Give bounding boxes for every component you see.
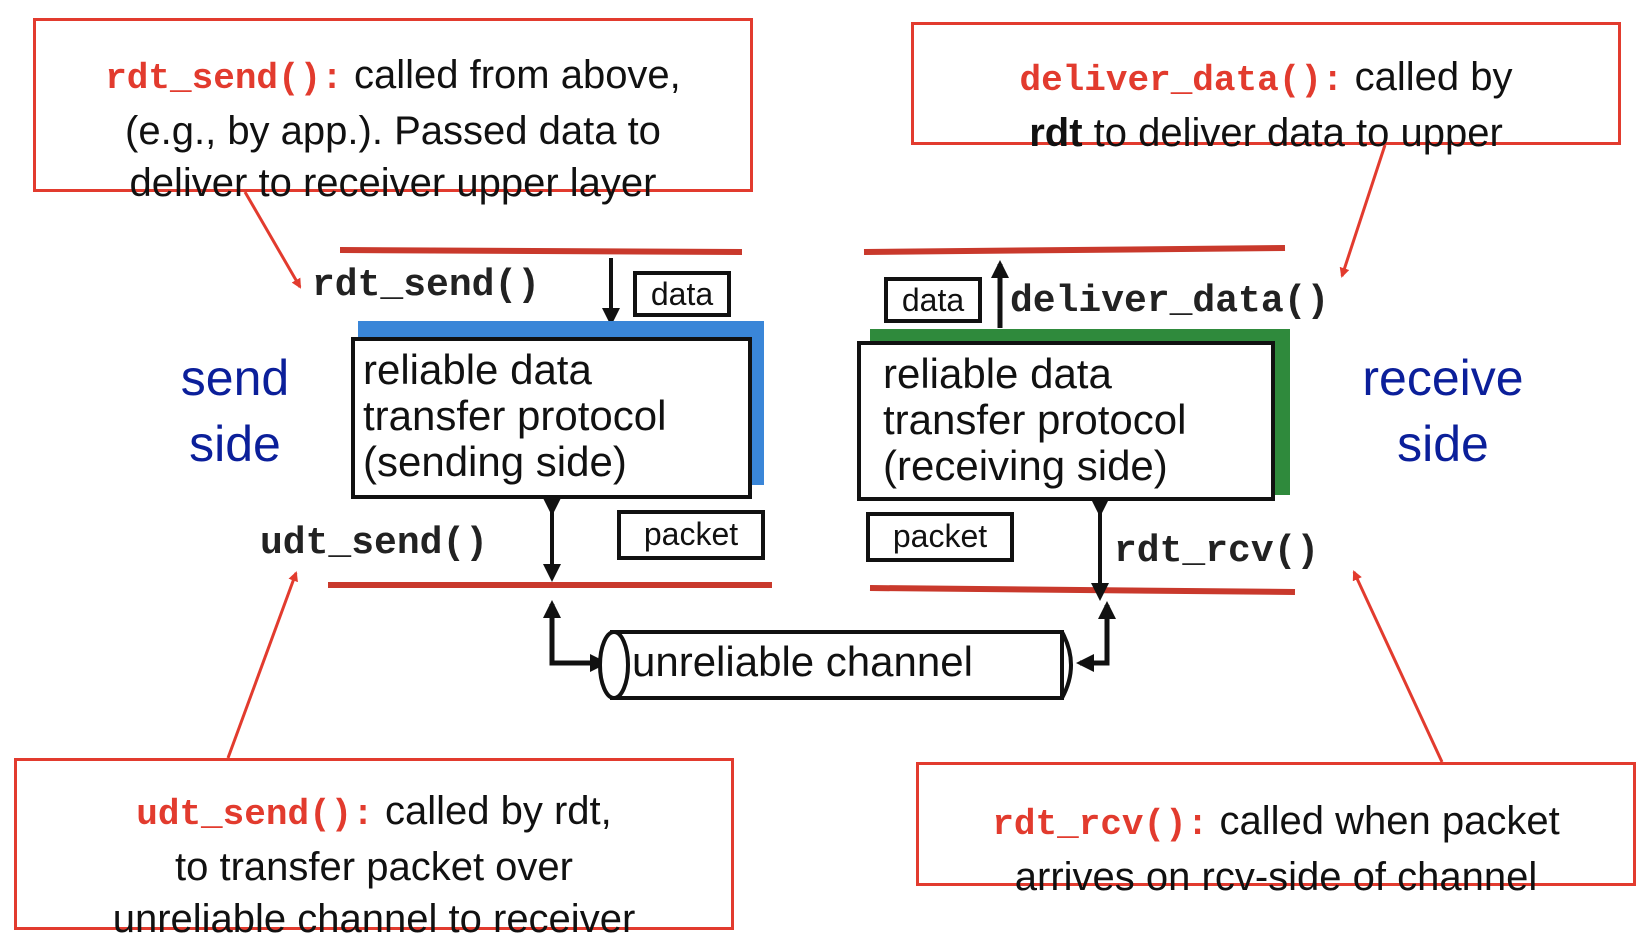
deliver-data-callout-fn: deliver_data(): [1019,60,1344,101]
rdt-rcv-pointer-arrow [1352,570,1444,763]
deliver-data-callout-bold: rdt [1029,111,1083,155]
channel-pipe-right-cap [1060,631,1073,699]
sender-protocol-line2: transfer protocol [363,392,667,439]
rdt-rcv-callout-fn: rdt_rcv(): [992,804,1209,845]
receiver-protocol-box: reliable data transfer protocol (receivi… [857,341,1275,501]
sender-data-tag: data [633,271,731,317]
rdt-send-callout: rdt_send(): called from above, (e.g., by… [33,18,753,205]
rdt-send-callout-fn: rdt_send(): [105,58,343,99]
send-side-line2: side [189,416,281,472]
receiver-protocol-line2: transfer protocol [883,396,1187,443]
channel-pipe-body [610,630,1064,700]
receiver-upper-layer-line [863,245,1286,255]
receiver-channel-connector [1076,612,1110,672]
udt-send-callout-line1: called by rdt, [373,789,612,833]
receiver-protocol-line3: (receiving side) [883,442,1168,489]
sender-packet-tag: packet [617,510,765,560]
receive-side-line1: receive [1362,350,1524,406]
unreliable-channel-label: unreliable channel [632,638,973,685]
receiver-protocol-line1: reliable data [883,350,1112,397]
sender-channel-connector [549,607,608,672]
rdt-send-pointer-arrow [243,191,302,289]
udt-send-callout-fn: udt_send(): [136,794,374,835]
rdt-rcv-callout-line1: called when packet [1208,799,1560,843]
udt-send-callout-line2: to transfer packet over [175,845,573,889]
deliver-data-callout-line1: called by [1343,55,1513,99]
channel-pipe-left-cap [598,630,630,700]
udt-send-pointer-arrow [226,571,298,759]
deliver-data-label: deliver_data() [1010,280,1330,323]
deliver-data-callout-line2: to deliver data to upper [1082,111,1503,155]
rdt-rcv-callout: rdt_rcv(): called when packet arrives on… [916,762,1636,899]
receiver-data-tag: data [884,277,982,323]
deliver-data-pointer-arrow [1339,144,1387,278]
sender-upper-layer-line [339,247,743,255]
receive-side-label: receive side [1338,345,1548,477]
receiver-lower-layer-line [869,585,1296,595]
rdt-rcv-label: rdt_rcv() [1114,530,1320,573]
rdt-send-callout-line2: (e.g., by app.). Passed data to [125,109,661,153]
sender-protocol-line3: (sending side) [363,438,627,485]
rdt-send-callout-line3: deliver to receiver upper layer [129,161,657,205]
udt-send-callout-line3: unreliable channel to receiver [112,897,636,941]
send-side-label: send side [160,345,310,477]
udt-send-label: udt_send() [260,522,489,565]
deliver-data-callout: deliver_data(): called by rdt to deliver… [911,22,1621,155]
send-side-line1: send [180,350,290,406]
udt-send-callout: udt_send(): called by rdt, to transfer p… [14,758,734,941]
receiver-packet-tag: packet [866,512,1014,562]
rdt-send-callout-line1: called from above, [342,53,681,97]
receive-side-line2: side [1397,416,1489,472]
sender-protocol-line1: reliable data [363,346,592,393]
rdt-rcv-callout-line2: arrives on rcv-side of channel [1014,855,1538,899]
rdt-send-label: rdt_send() [312,264,541,307]
sender-protocol-box: reliable data transfer protocol (sending… [351,337,752,499]
